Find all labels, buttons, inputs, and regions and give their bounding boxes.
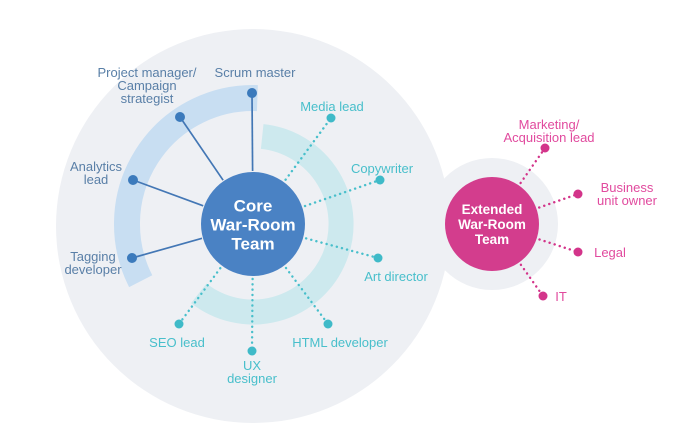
role-seo-lead-label: SEO lead <box>149 335 205 350</box>
role-html-developer-label-line-0: HTML developer <box>292 335 388 350</box>
role-business-unit-owner-label-line-1: unit owner <box>597 193 658 208</box>
role-tagging-developer-label-line-0: Tagging <box>70 249 116 264</box>
extended-team-circle <box>445 177 539 271</box>
role-legal-line <box>538 238 580 254</box>
core-team-circle <box>201 172 305 276</box>
role-ux-designer-label-line-1: designer <box>227 371 278 386</box>
role-ux-designer-line <box>250 277 254 353</box>
role-it-label: IT <box>555 289 567 304</box>
role-ux-designer-label-line-0: UX <box>243 358 261 373</box>
role-copywriter-label-line-0: Copywriter <box>351 161 414 176</box>
role-it-label-line-0: IT <box>555 289 567 304</box>
role-project-manager-dot <box>175 112 185 122</box>
role-art-director-label-line-0: Art director <box>364 269 428 284</box>
extended-team-title-line-0: Extended <box>462 202 523 217</box>
role-scrum-master-line <box>251 92 254 172</box>
role-art-director-dot <box>373 253 383 263</box>
role-business-unit-owner-label-line-0: Business <box>601 180 654 195</box>
extended-team-title-line-2: Team <box>475 232 509 247</box>
role-marketing-acquisition-lead-line <box>519 146 547 185</box>
role-copywriter-label: Copywriter <box>351 161 414 176</box>
role-analytics-lead-dot <box>128 175 138 185</box>
role-legal-label: Legal <box>594 245 626 260</box>
role-tagging-developer-label-line-1: developer <box>64 262 122 277</box>
role-media-lead-label-line-0: Media lead <box>300 99 364 114</box>
role-html-developer-dot <box>323 319 333 329</box>
role-html-developer-line <box>284 266 330 326</box>
role-html-developer-label: HTML developer <box>292 335 388 350</box>
core-team-title-line-1: War-Room <box>210 215 295 234</box>
role-business-unit-owner-dot <box>573 189 583 199</box>
role-project-manager-label-line-2: strategist <box>121 91 174 106</box>
role-project-manager-line <box>179 116 224 181</box>
role-seo-lead-label-line-0: SEO lead <box>149 335 205 350</box>
role-media-lead-dot <box>326 113 336 123</box>
core-team-title-line-2: Team <box>231 234 274 253</box>
blue-ring-arc <box>114 85 258 288</box>
role-marketing-acquisition-lead-dot <box>540 143 550 153</box>
role-copywriter-dot <box>375 175 385 185</box>
role-legal-label-line-0: Legal <box>594 245 626 260</box>
role-analytics-lead-label-line-1: lead <box>84 172 109 187</box>
role-it-dot <box>538 291 548 301</box>
role-it-line <box>519 263 545 298</box>
role-scrum-master-dot <box>247 88 257 98</box>
role-tagging-developer-dot <box>127 253 137 263</box>
role-scrum-master-label: Scrum master <box>215 65 297 80</box>
role-scrum-master-label-line-0: Scrum master <box>215 65 297 80</box>
role-marketing-acquisition-lead-label-line-1: Acquisition lead <box>503 130 594 145</box>
role-media-lead-line <box>284 116 333 181</box>
role-project-manager-label-line-1: Campaign <box>117 78 176 93</box>
role-art-director-label: Art director <box>364 269 428 284</box>
role-marketing-acquisition-lead-label-line-0: Marketing/ <box>519 117 580 132</box>
role-seo-lead-dot <box>174 319 184 329</box>
role-ux-designer-dot <box>247 346 257 356</box>
teal-ring-arc <box>191 124 354 325</box>
extended-team-title-line-1: War-Room <box>458 217 526 232</box>
role-seo-lead-line <box>177 267 222 326</box>
role-project-manager-label-line-0: Project manager/ <box>98 65 197 80</box>
role-marketing-acquisition-lead-label: Marketing/Acquisition lead <box>503 117 594 145</box>
core-team-title-line-0: Core <box>234 196 273 215</box>
role-legal-dot <box>573 247 583 257</box>
role-media-lead-label: Media lead <box>300 99 364 114</box>
role-art-director-line <box>304 237 380 260</box>
role-analytics-lead-line <box>132 179 204 207</box>
role-tagging-developer-line <box>131 237 203 259</box>
role-analytics-lead-label-line-0: Analytics <box>70 159 123 174</box>
role-business-unit-owner-line <box>538 192 580 209</box>
